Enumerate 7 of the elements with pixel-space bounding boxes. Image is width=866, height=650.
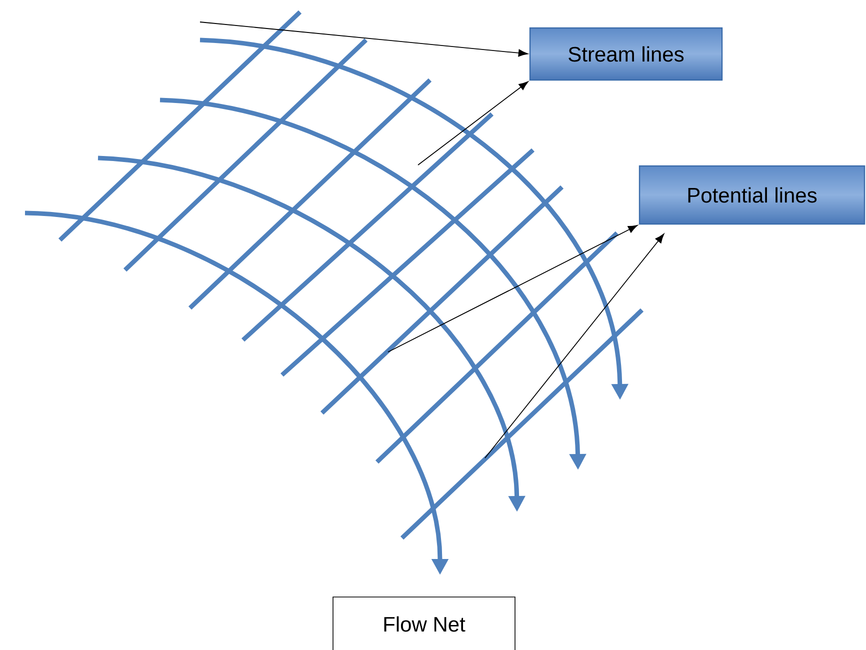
- leader-arrow: [200, 22, 528, 57]
- label-box: Potential lines: [638, 165, 866, 225]
- leader-arrow: [418, 81, 528, 166]
- label-box: Stream lines: [529, 27, 723, 81]
- leader-arrow: [484, 234, 664, 458]
- caption-box: Flow Net: [332, 596, 516, 650]
- leader-arrow: [388, 225, 638, 352]
